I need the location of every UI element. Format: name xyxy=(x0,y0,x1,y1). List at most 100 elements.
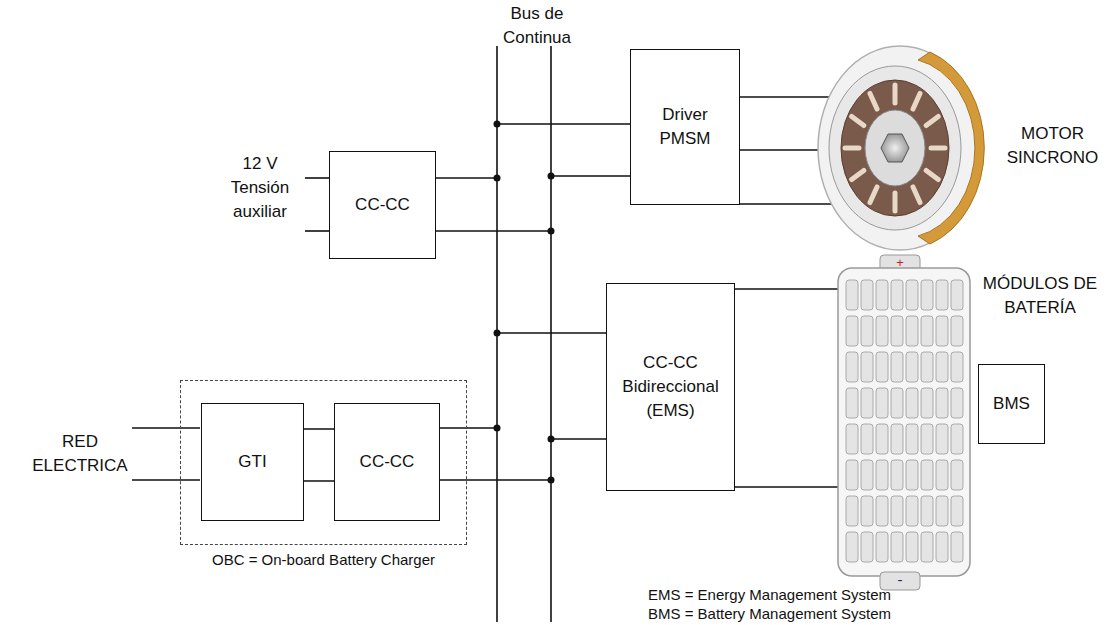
battery-cell xyxy=(906,460,918,490)
battery-cell xyxy=(951,496,963,526)
box-label: Driver PMSM xyxy=(639,103,731,151)
battery-cell xyxy=(891,460,903,490)
phase-wire xyxy=(740,149,818,151)
battery-cell xyxy=(891,532,903,562)
battery-cell xyxy=(921,532,933,562)
legend-note: EMS = Energy Management System xyxy=(648,583,948,607)
junction-dots xyxy=(494,121,555,484)
battery-cell xyxy=(951,460,963,490)
battery-cell xyxy=(936,424,948,454)
bus-wire xyxy=(439,427,497,429)
box-label: BMS xyxy=(993,392,1030,416)
converter-box: CC-CC xyxy=(334,403,440,521)
bus-wire xyxy=(551,175,630,177)
rotor-slot xyxy=(931,146,945,151)
box-label: GTI xyxy=(238,450,266,474)
battery-cell xyxy=(876,496,888,526)
junction-dot xyxy=(494,330,501,337)
grid-wire xyxy=(132,427,200,429)
battery-cells xyxy=(846,280,963,562)
bus-label: Bus de Continua xyxy=(482,2,592,50)
battery-cell xyxy=(906,496,918,526)
junction-dot xyxy=(494,425,501,432)
battery-cell xyxy=(936,280,948,310)
junction-dot xyxy=(548,477,555,484)
battery-cell xyxy=(876,352,888,382)
battery-cell xyxy=(861,280,873,310)
battery-cell xyxy=(936,316,948,346)
box-label: CC-CC xyxy=(360,450,415,474)
battery-cell xyxy=(861,460,873,490)
rotor-slot xyxy=(870,93,877,109)
rotor-slot xyxy=(870,187,877,203)
battery-cell xyxy=(876,460,888,490)
inverter-box: GTI xyxy=(201,403,304,521)
battery-cell xyxy=(891,316,903,346)
ems-box: CC-CC Bidireccional (EMS) xyxy=(606,283,735,491)
rotor-slot xyxy=(852,117,864,126)
rotor-slot xyxy=(913,187,920,203)
aux-wire xyxy=(305,177,329,179)
battery-body xyxy=(838,268,970,576)
battery-cell xyxy=(921,496,933,526)
rotor-slot xyxy=(926,171,938,180)
battery-cell xyxy=(891,496,903,526)
motor-rotor xyxy=(841,80,949,216)
junction-dot xyxy=(494,175,501,182)
rotor-slot xyxy=(845,146,859,151)
battery-cell xyxy=(891,388,903,418)
motor-label: MOTOR SINCRONO xyxy=(990,122,1115,170)
battery-cell xyxy=(921,424,933,454)
bms-box: BMS xyxy=(978,364,1045,444)
battery-cell xyxy=(921,460,933,490)
phase-wire xyxy=(740,203,832,205)
battery-cell xyxy=(906,424,918,454)
motor-illustration xyxy=(818,46,984,250)
legend-note: BMS = Battery Management System xyxy=(648,602,948,625)
battery-cell xyxy=(906,316,918,346)
battery-cell xyxy=(951,388,963,418)
bus-wire xyxy=(551,438,606,440)
junction-dot xyxy=(548,436,555,443)
battery-label: MÓDULOS DE BATERÍA xyxy=(974,272,1106,320)
rotor-slot xyxy=(913,93,920,109)
battery-wire xyxy=(735,486,840,488)
group-caption: OBC = On-board Battery Charger xyxy=(161,550,486,570)
battery-cell xyxy=(936,388,948,418)
battery-cell xyxy=(891,280,903,310)
motor-stator xyxy=(829,66,961,230)
battery-cell xyxy=(906,352,918,382)
battery-cell xyxy=(936,352,948,382)
box-label: CC-CC Bidireccional (EMS) xyxy=(615,351,727,423)
battery-cell xyxy=(846,460,858,490)
bus-wire xyxy=(497,123,630,125)
rotor-slot xyxy=(926,117,938,126)
motor-slots xyxy=(845,85,945,211)
aux-wire xyxy=(305,230,329,232)
battery-cell xyxy=(846,316,858,346)
battery-cell xyxy=(876,388,888,418)
battery-cell xyxy=(921,388,933,418)
battery-cell xyxy=(861,316,873,346)
connector-wire xyxy=(304,429,334,481)
battery-cell xyxy=(876,424,888,454)
battery-cell xyxy=(846,424,858,454)
battery-wire xyxy=(735,288,840,290)
battery-cell xyxy=(861,424,873,454)
battery-cell xyxy=(891,424,903,454)
battery-cell xyxy=(876,316,888,346)
grid-wire xyxy=(132,479,200,481)
battery-cell xyxy=(951,424,963,454)
battery-cell xyxy=(951,280,963,310)
battery-cell xyxy=(951,352,963,382)
battery-cell xyxy=(846,388,858,418)
rotor-slot xyxy=(852,171,864,180)
battery-cell xyxy=(921,280,933,310)
terminal-sign: - xyxy=(890,570,910,590)
battery-cell xyxy=(861,352,873,382)
bus-wire xyxy=(497,332,606,334)
bus-wire xyxy=(439,479,551,481)
